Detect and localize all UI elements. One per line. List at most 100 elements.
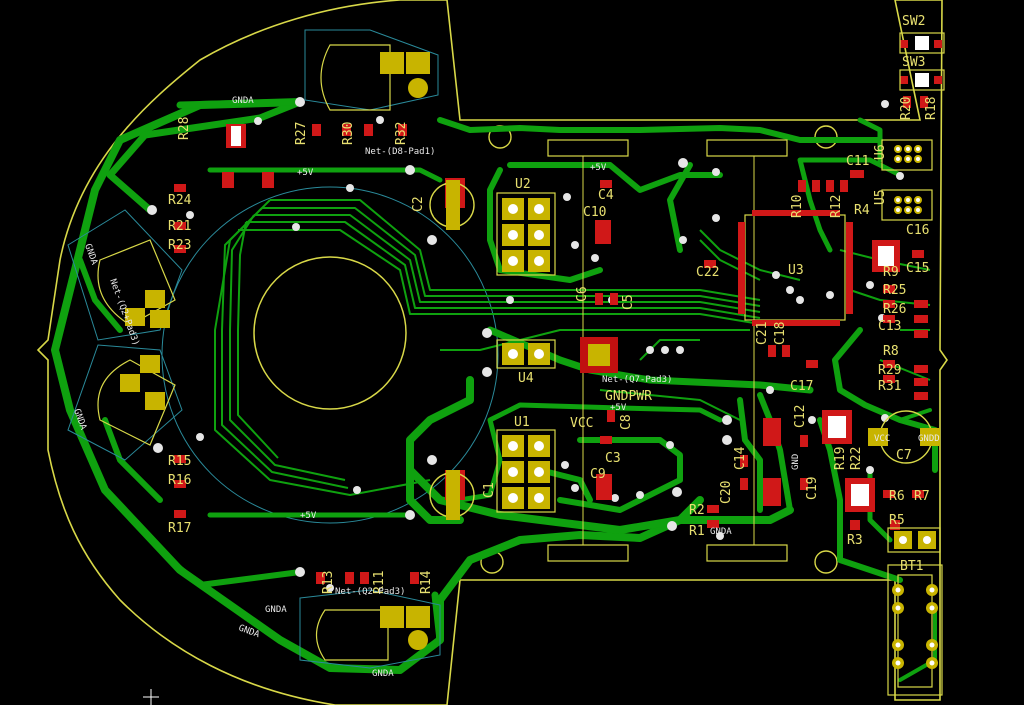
silk-bar-top-left — [547, 139, 629, 157]
c1-capacitor[interactable] — [429, 470, 475, 520]
ref-c1: C1 — [482, 482, 497, 498]
ref-r21: R21 — [168, 219, 191, 234]
ref-r28: R28 — [177, 117, 192, 140]
net-5v-center: +5V — [590, 163, 607, 173]
ref-r20: R20 — [899, 97, 914, 120]
net-gnd-right: GND — [791, 454, 801, 470]
ref-r7: R7 — [914, 489, 930, 504]
ref-c21: C21 — [755, 322, 770, 345]
net-gnda-bottom: GNDA — [265, 605, 287, 615]
ref-r17: R17 — [168, 521, 191, 536]
ref-r22: R22 — [849, 447, 864, 470]
net-gnda-top: GNDA — [232, 96, 254, 106]
net-gnda-bottom2: GNDA — [372, 669, 394, 679]
wheel-hub-outline — [253, 256, 407, 410]
ref-sw2: SW2 — [902, 14, 925, 29]
ref-r8: R8 — [883, 344, 899, 359]
ref-c5: C5 — [621, 294, 636, 310]
ref-c19: C19 — [805, 477, 820, 500]
u1-footprint[interactable] — [496, 429, 556, 513]
net-5v-bottom: +5V — [300, 511, 317, 521]
ref-c12: C12 — [793, 405, 808, 428]
ref-r29: R29 — [878, 363, 901, 378]
net-q7-pad3: Net-(Q7-Pad3) — [602, 375, 672, 385]
net-vcc-c7: VCC — [874, 434, 890, 444]
u6-connector[interactable] — [881, 139, 933, 171]
ref-c4: C4 — [598, 188, 614, 203]
ref-r6: R6 — [889, 489, 905, 504]
ref-c15: C15 — [906, 261, 929, 276]
ref-c11: C11 — [846, 154, 869, 169]
u4-footprint[interactable] — [496, 339, 556, 369]
board-outline — [36, 0, 948, 705]
ref-r14: R14 — [419, 570, 434, 594]
net-q2-pad3: Net-(Q2-Pad3) — [335, 587, 405, 597]
u5-connector[interactable] — [881, 189, 933, 221]
reference-labels: SW2 SW3 R20 R18 C11 U6 U5 C16 C15 R9 R25… — [168, 14, 939, 594]
u2-footprint[interactable] — [496, 192, 556, 276]
ref-c17: C17 — [790, 379, 813, 394]
r5-header[interactable] — [887, 527, 941, 553]
ref-r32: R32 — [394, 122, 409, 145]
ref-r5: R5 — [889, 513, 905, 528]
ref-r10: R10 — [790, 195, 805, 218]
sensor-left-upper[interactable] — [67, 209, 183, 341]
ref-r26: R26 — [883, 302, 906, 317]
ref-c13: C13 — [878, 319, 901, 334]
ref-c6: C6 — [575, 286, 590, 302]
silk-bar-top-right — [706, 139, 788, 157]
ref-u2: U2 — [515, 177, 531, 192]
sw2-switch[interactable] — [899, 32, 945, 54]
net-d8-pad1: Net-(D8-Pad1) — [365, 147, 435, 157]
ref-u6: U6 — [873, 144, 888, 160]
ref-c7: C7 — [896, 448, 912, 463]
ref-u3: U3 — [788, 263, 804, 278]
crosshair-cursor-icon — [143, 689, 159, 705]
net-gndd-c7: GNDD — [918, 434, 940, 444]
ref-r9: R9 — [883, 265, 899, 280]
c7-capacitor[interactable] — [868, 410, 940, 464]
ref-r23: R23 — [168, 238, 191, 253]
ref-r3: R3 — [847, 533, 863, 548]
ref-u5: U5 — [873, 189, 888, 205]
net-gnda-left: GNDA — [82, 243, 99, 267]
ref-u4: U4 — [518, 371, 534, 386]
ref-c8: C8 — [619, 414, 634, 430]
sw3-switch[interactable] — [899, 69, 945, 91]
net-gndpwr: GNDPWR — [605, 389, 652, 404]
net-vcc: VCC — [570, 416, 593, 431]
q7-qfn[interactable] — [580, 337, 618, 373]
ref-r30: R30 — [341, 122, 356, 145]
ref-c10: C10 — [583, 205, 606, 220]
right-diodes — [914, 300, 928, 400]
ref-r18: R18 — [924, 97, 939, 120]
ref-bt1: BT1 — [900, 559, 923, 574]
ref-r11: R11 — [372, 571, 387, 594]
net-5v-mid: +5V — [610, 403, 627, 413]
sensor-bottom[interactable] — [299, 589, 441, 669]
ref-r27: R27 — [294, 122, 309, 145]
mount-hole — [814, 550, 838, 574]
bt1-connector[interactable] — [887, 564, 943, 696]
ref-r24: R24 — [168, 193, 192, 208]
sensor-top[interactable] — [304, 29, 439, 111]
sensor-left-lower[interactable] — [67, 344, 183, 461]
ref-c3: C3 — [605, 451, 621, 466]
ref-r16: R16 — [168, 473, 191, 488]
ref-r1: R1 — [689, 524, 705, 539]
u3-qfp[interactable] — [738, 210, 853, 326]
ref-r12: R12 — [829, 195, 844, 218]
ref-c22: C22 — [696, 265, 719, 280]
ref-r4: R4 — [854, 203, 870, 218]
net-5v-top: +5V — [297, 168, 314, 178]
silk-bar-bottom-right — [706, 544, 788, 562]
ref-c20: C20 — [719, 481, 734, 504]
ref-c16: C16 — [906, 223, 929, 238]
c2-capacitor[interactable] — [429, 180, 475, 230]
smd-components[interactable] — [174, 40, 942, 584]
ref-r2: R2 — [689, 503, 705, 518]
silk-bar-bottom-left — [547, 544, 629, 562]
ref-u1: U1 — [514, 415, 530, 430]
ref-c14: C14 — [733, 446, 748, 470]
